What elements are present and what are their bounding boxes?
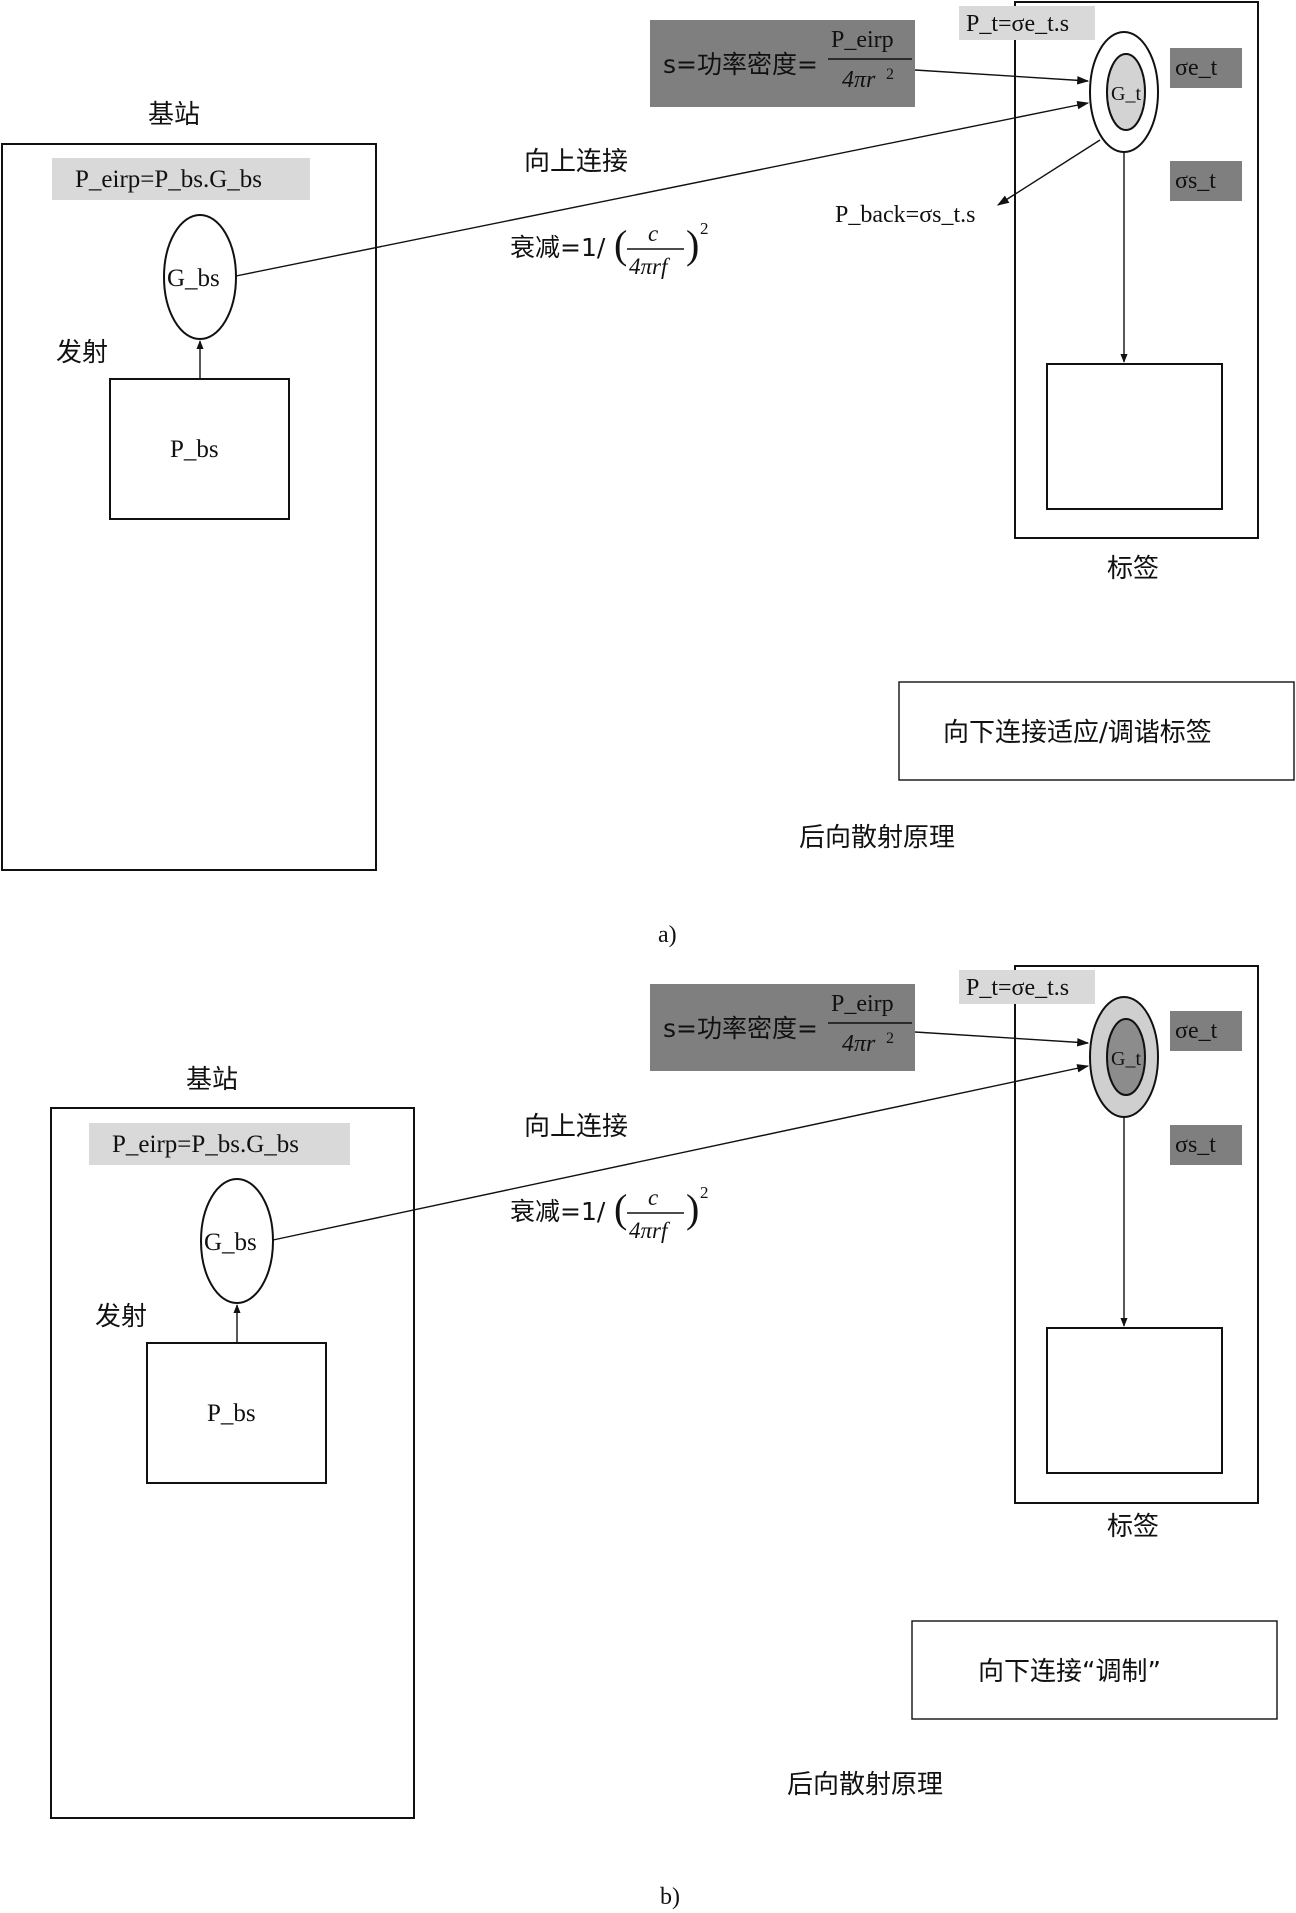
attenuation-denominator: 4πrf bbox=[629, 1218, 671, 1243]
tag-title: 标签 bbox=[1107, 1512, 1159, 1542]
attenuation-paren-right: ) bbox=[686, 222, 699, 267]
sigma-s-box bbox=[1170, 1125, 1242, 1165]
base-station-title: 基站 bbox=[186, 1065, 238, 1095]
tag-box bbox=[1014, 965, 1259, 1504]
eirp-formula-box bbox=[89, 1123, 350, 1165]
power-density-denominator: 4πr bbox=[842, 67, 876, 93]
attenuation-exponent: 2 bbox=[700, 1183, 709, 1202]
panel-caption: 后向散射原理 bbox=[799, 823, 955, 853]
power-density-denominator: 4πr bbox=[842, 1031, 876, 1057]
power-density-numerator: P_eirp bbox=[831, 27, 894, 53]
power-density-arrow bbox=[914, 1031, 1090, 1047]
eirp-formula: P_eirp=P_bs.G_bs bbox=[112, 1131, 299, 1158]
base-antenna-label: G_bs bbox=[204, 1229, 257, 1256]
power-density-box bbox=[650, 20, 915, 107]
base-antenna-label: G_bs bbox=[167, 265, 220, 292]
attenuation-paren-right: ) bbox=[686, 1186, 699, 1231]
downlink-box-label: 向下连接“调制” bbox=[978, 1657, 1161, 1687]
power-density-numerator: P_eirp bbox=[831, 991, 894, 1017]
power-density-exponent: 2 bbox=[886, 66, 894, 83]
attenuation-exponent: 2 bbox=[700, 219, 709, 238]
tag-antenna-label: G_t bbox=[1111, 1048, 1141, 1070]
base-station-box bbox=[50, 1107, 415, 1819]
panel-sublabel: a) bbox=[658, 922, 677, 948]
tag-power-box bbox=[959, 970, 1095, 1004]
tag-antenna-inner bbox=[1106, 1018, 1146, 1096]
attenuation-prefix: 衰减=1/ bbox=[510, 1197, 606, 1226]
attenuation-formula: 衰减=1/ ( c 4πrf ) 2 bbox=[510, 1183, 709, 1243]
downlink-box bbox=[898, 681, 1295, 781]
attenuation-numerator: c bbox=[648, 1185, 658, 1210]
power-block-label: P_bs bbox=[170, 436, 219, 463]
tag-antenna-label: G_t bbox=[1111, 83, 1141, 105]
base-station-title: 基站 bbox=[148, 100, 200, 130]
uplink-label: 向上连接 bbox=[524, 1112, 628, 1142]
backscatter-arrow bbox=[996, 139, 1101, 206]
tag-power-label: P_t=σe_t.s bbox=[966, 11, 1069, 37]
eirp-formula-box bbox=[52, 158, 310, 200]
attenuation-denominator: 4πrf bbox=[629, 254, 671, 279]
tag-chip bbox=[1046, 363, 1223, 510]
power-density-arrow bbox=[914, 69, 1090, 85]
tag-title: 标签 bbox=[1107, 554, 1159, 584]
power-block-label: P_bs bbox=[207, 1400, 256, 1427]
tag-power-label: P_t=σe_t.s bbox=[966, 975, 1069, 1001]
eirp-formula: P_eirp=P_bs.G_bs bbox=[75, 166, 262, 193]
attenuation-paren-left: ( bbox=[614, 222, 627, 267]
downlink-box-label: 向下连接适应/调谐标签 bbox=[943, 718, 1212, 748]
sigma-e-box bbox=[1170, 1011, 1242, 1051]
sigma-s-box bbox=[1170, 161, 1242, 201]
base-station-box bbox=[1, 143, 377, 871]
tag-box bbox=[1014, 1, 1259, 539]
transmit-label: 发射 bbox=[95, 1302, 147, 1332]
panel-caption: 后向散射原理 bbox=[787, 1770, 943, 1800]
power-density-prefix: s=功率密度= bbox=[663, 1014, 818, 1043]
power-density-box bbox=[650, 984, 915, 1071]
sigma-e-box bbox=[1170, 48, 1242, 88]
uplink-label: 向上连接 bbox=[524, 147, 628, 177]
power-block bbox=[109, 378, 290, 520]
panel-b: 基站 P_eirp=P_bs.G_bs G_bs 发射 P_bs 向上连接 衰减… bbox=[50, 965, 1278, 1910]
attenuation-paren-left: ( bbox=[614, 1186, 627, 1231]
backscatter-label: P_back=σs_t.s bbox=[835, 202, 975, 228]
panel-a: 基站 P_eirp=P_bs.G_bs G_bs 发射 P_bs 向上连接 衰减… bbox=[1, 1, 1295, 948]
attenuation-formula: 衰减=1/ ( c 4πrf ) 2 bbox=[510, 219, 709, 279]
power-density-exponent: 2 bbox=[886, 1030, 894, 1047]
base-antenna bbox=[163, 214, 237, 340]
attenuation-numerator: c bbox=[648, 221, 658, 246]
sigma-s-label: σs_t bbox=[1175, 168, 1216, 194]
sigma-s-label: σs_t bbox=[1175, 1132, 1216, 1158]
sigma-e-label: σe_t bbox=[1175, 1018, 1218, 1044]
tag-power-box bbox=[959, 6, 1095, 40]
power-block bbox=[146, 1342, 327, 1484]
uplink-line bbox=[235, 101, 1090, 277]
downlink-box bbox=[911, 1620, 1278, 1720]
transmit-label: 发射 bbox=[56, 338, 108, 368]
base-antenna bbox=[200, 1178, 274, 1304]
panel-sublabel: b) bbox=[660, 1884, 680, 1910]
tag-chip bbox=[1046, 1327, 1223, 1474]
tag-antenna-inner bbox=[1106, 53, 1146, 131]
attenuation-prefix: 衰减=1/ bbox=[510, 233, 606, 262]
sigma-e-label: σe_t bbox=[1175, 55, 1218, 81]
power-density-prefix: s=功率密度= bbox=[663, 50, 818, 79]
uplink-line bbox=[272, 1064, 1090, 1241]
